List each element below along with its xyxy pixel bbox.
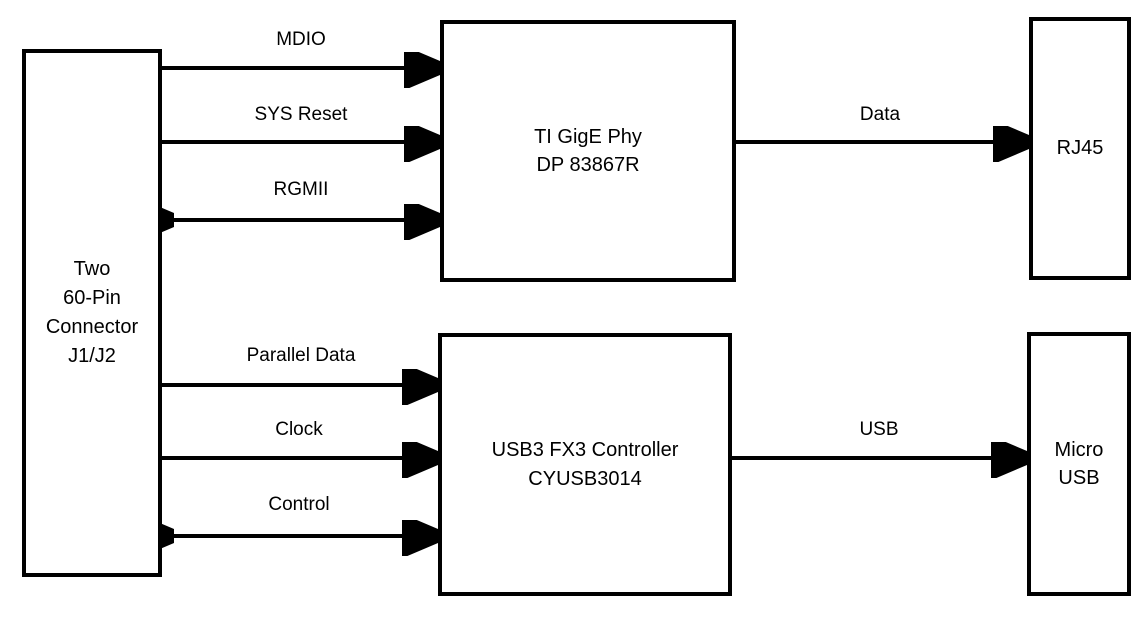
edge-label-usb: USB [859,419,899,440]
block-rj45[interactable]: RJ45 [1029,17,1131,280]
block-ti-gige-phy-label: TI GigE Phy DP 83867R [534,125,642,176]
block-rj45-label: RJ45 [1056,137,1104,160]
edge-label-clock: Clock [275,419,323,440]
block-micro-usb[interactable]: Micro USB [1027,332,1131,596]
block-ti-gige-phy[interactable]: TI GigE Phy DP 83867R [440,20,736,282]
edge-label-mdio: MDIO [276,29,326,50]
edge-label-control: Control [268,494,330,515]
edge-label-data: Data [859,104,901,125]
block-usb3-fx3-controller[interactable]: USB3 FX3 Controller CYUSB3014 [438,333,732,596]
block-connector[interactable]: Two 60-Pin Connector J1/J2 [22,49,162,577]
block-micro-usb-label: Micro USB [1054,438,1104,489]
edge-label-rgmii: RGMII [273,179,329,200]
edge-label-sys-reset: SYS Reset [254,104,348,125]
block-connector-label: Two 60-Pin Connector J1/J2 [45,258,139,367]
block-usb3-fx3-controller-label: USB3 FX3 Controller CYUSB3014 [491,439,679,490]
edge-label-parallel-data: Parallel Data [246,345,356,366]
